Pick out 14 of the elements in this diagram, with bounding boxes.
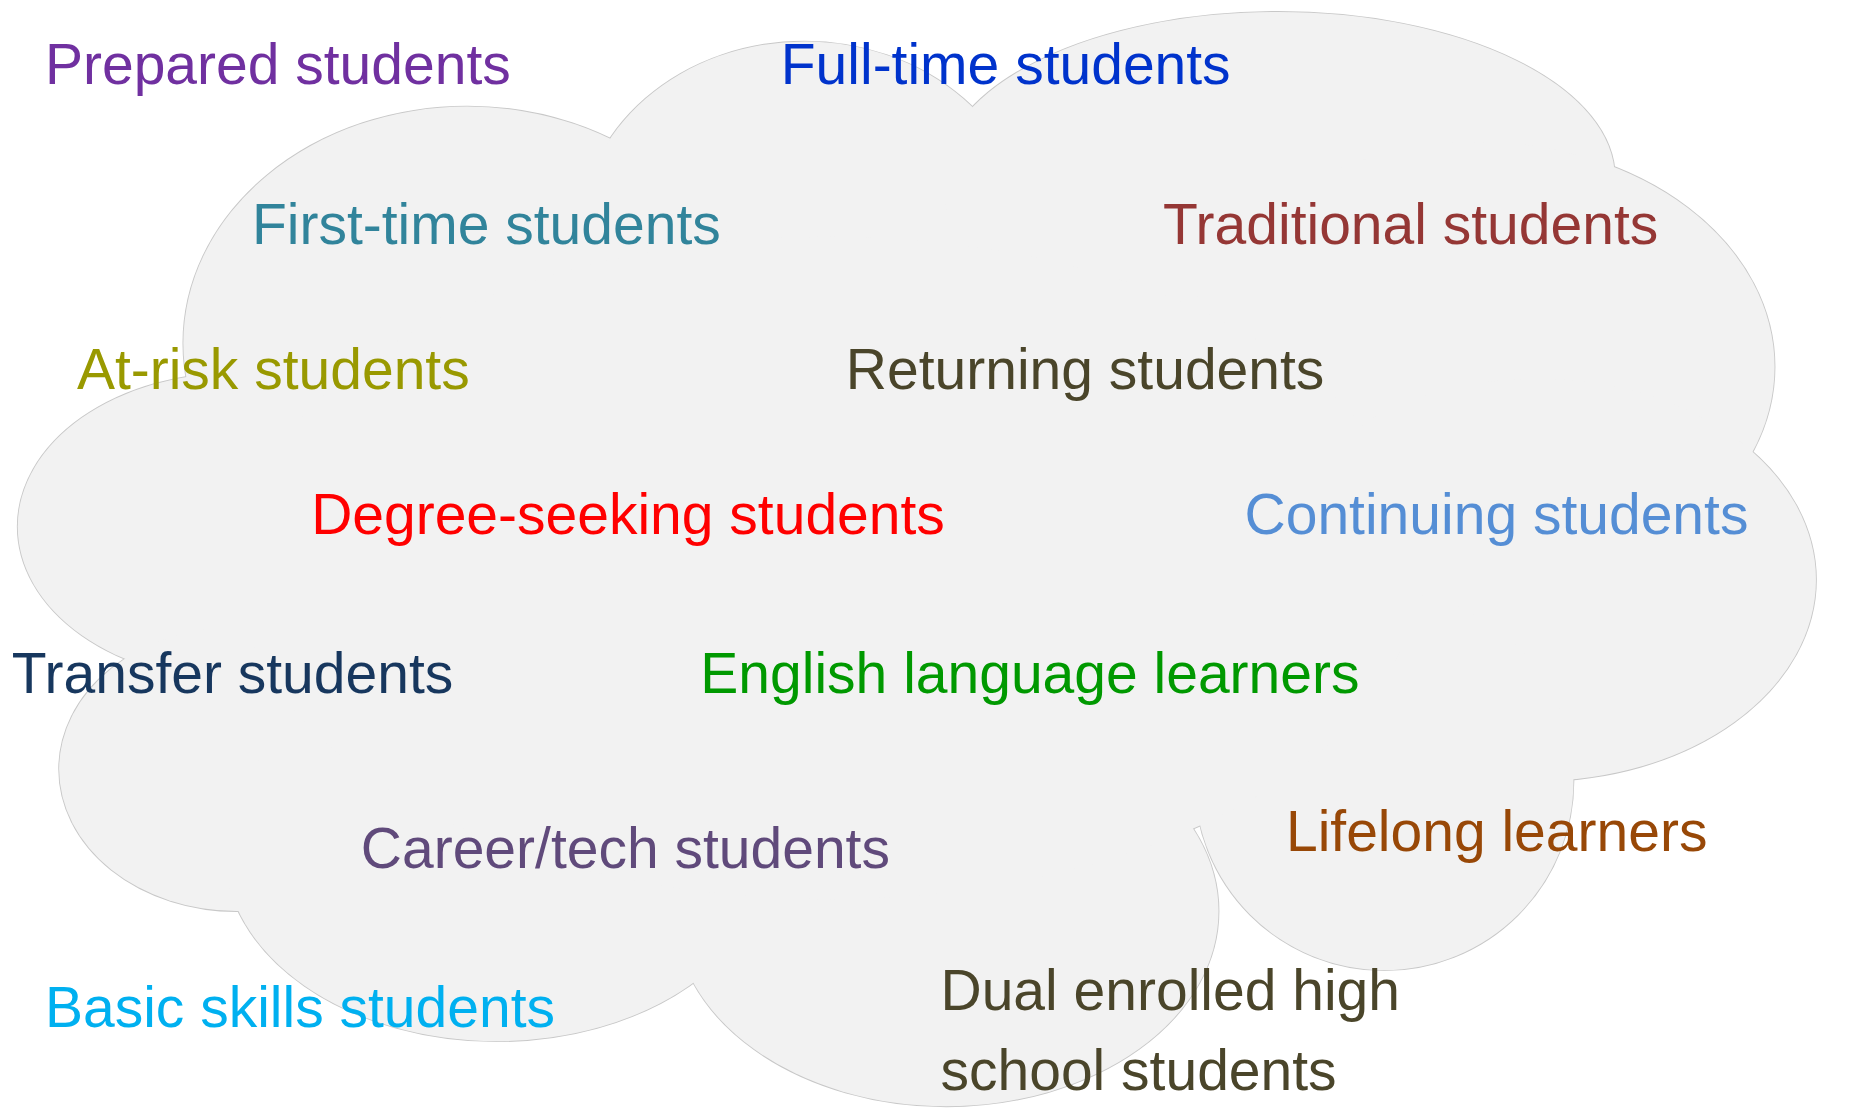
category-label: Degree-seeking students <box>311 480 945 548</box>
category-label: Dual enrolled high school students <box>940 957 1401 1105</box>
category-label: Career/tech students <box>360 815 890 883</box>
category-label: Prepared students <box>44 31 511 99</box>
category-label: Transfer students <box>11 640 454 708</box>
category-label: Returning students <box>845 336 1325 404</box>
category-label: At-risk students <box>76 336 470 404</box>
category-label: Lifelong learners <box>1285 797 1708 865</box>
category-label: First-time students <box>252 190 721 258</box>
category-label: Traditional students <box>1162 190 1659 258</box>
category-label: English language learners <box>700 640 1360 708</box>
category-label: Continuing students <box>1244 480 1749 548</box>
category-label: Basic skills students <box>44 973 555 1041</box>
category-label: Full-time students <box>780 31 1231 99</box>
